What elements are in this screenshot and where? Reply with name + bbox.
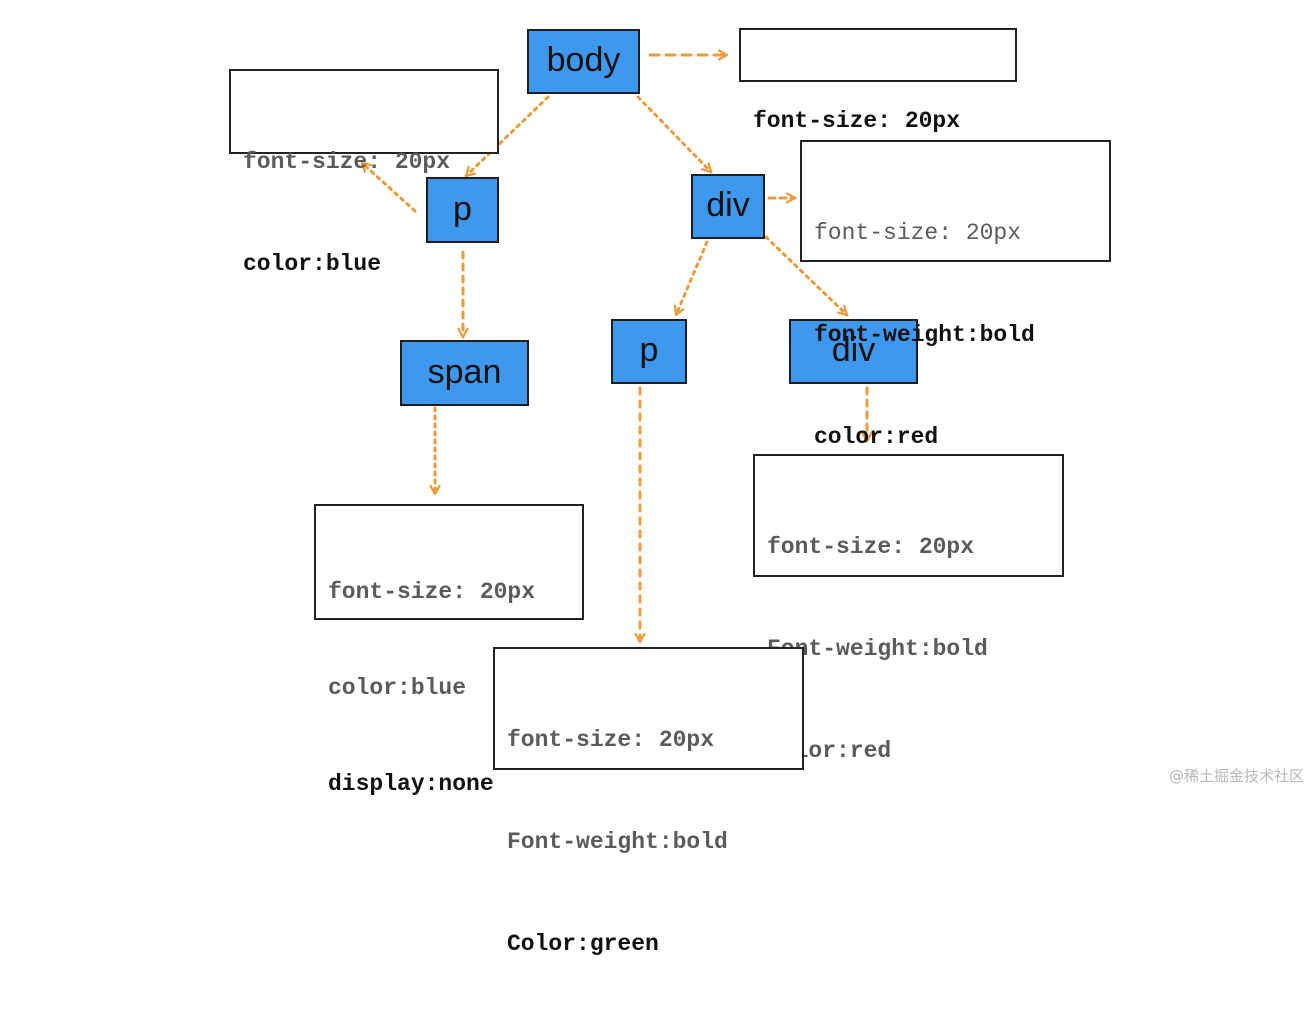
node-div-child: div — [789, 319, 918, 384]
arrow-p-to-style — [360, 161, 417, 213]
node-body: body — [527, 29, 640, 94]
style-box-div: font-size: 20px font-weight:bold color:r… — [800, 140, 1111, 450]
node-span: span — [400, 340, 529, 406]
style-line: Font-weight:bold — [507, 829, 728, 855]
style-line: Color:green — [507, 931, 659, 957]
style-line: Font-weight:bold — [767, 636, 988, 662]
node-p: p — [426, 177, 499, 243]
style-line: color:red — [767, 738, 892, 764]
arrow-div-to-div — [764, 235, 849, 317]
style-box-span: font-size: 20px color:blue display:none — [314, 504, 584, 797]
style-box-p-child: font-size: 20px Font-weight:bold Color:g… — [493, 647, 804, 957]
style-line: font-size: 20px — [328, 579, 536, 605]
style-line: font-weight:bold — [814, 322, 1035, 348]
style-box-p: font-size: 20px color:blue — [229, 69, 499, 277]
style-line: font-size: 20px — [507, 727, 715, 753]
style-line: color:blue — [328, 675, 467, 701]
watermark: @稀土掘金技术社区 — [1168, 767, 1304, 785]
style-line: color:blue — [243, 251, 382, 277]
style-line: font-size: 20px — [243, 149, 451, 175]
style-line: color:red — [814, 424, 939, 450]
arrow-div-to-p — [676, 240, 709, 317]
node-p-child: p — [611, 319, 687, 384]
node-div: div — [691, 174, 765, 239]
style-line: font-size: 20px — [753, 108, 961, 134]
arrow-body-to-div — [636, 95, 713, 174]
css-inheritance-diagram: body p div span p div font-size: 20px fo… — [229, 0, 1312, 957]
style-line: font-size: 20px — [767, 534, 975, 560]
style-box-div-child: font-size: 20px Font-weight:bold color:r… — [753, 454, 1064, 764]
arrows-layer — [360, 0, 1312, 644]
arrow-body-to-p — [464, 95, 550, 178]
style-line: font-size: 20px — [814, 220, 1022, 246]
style-box-body: font-size: 20px — [739, 28, 1017, 134]
